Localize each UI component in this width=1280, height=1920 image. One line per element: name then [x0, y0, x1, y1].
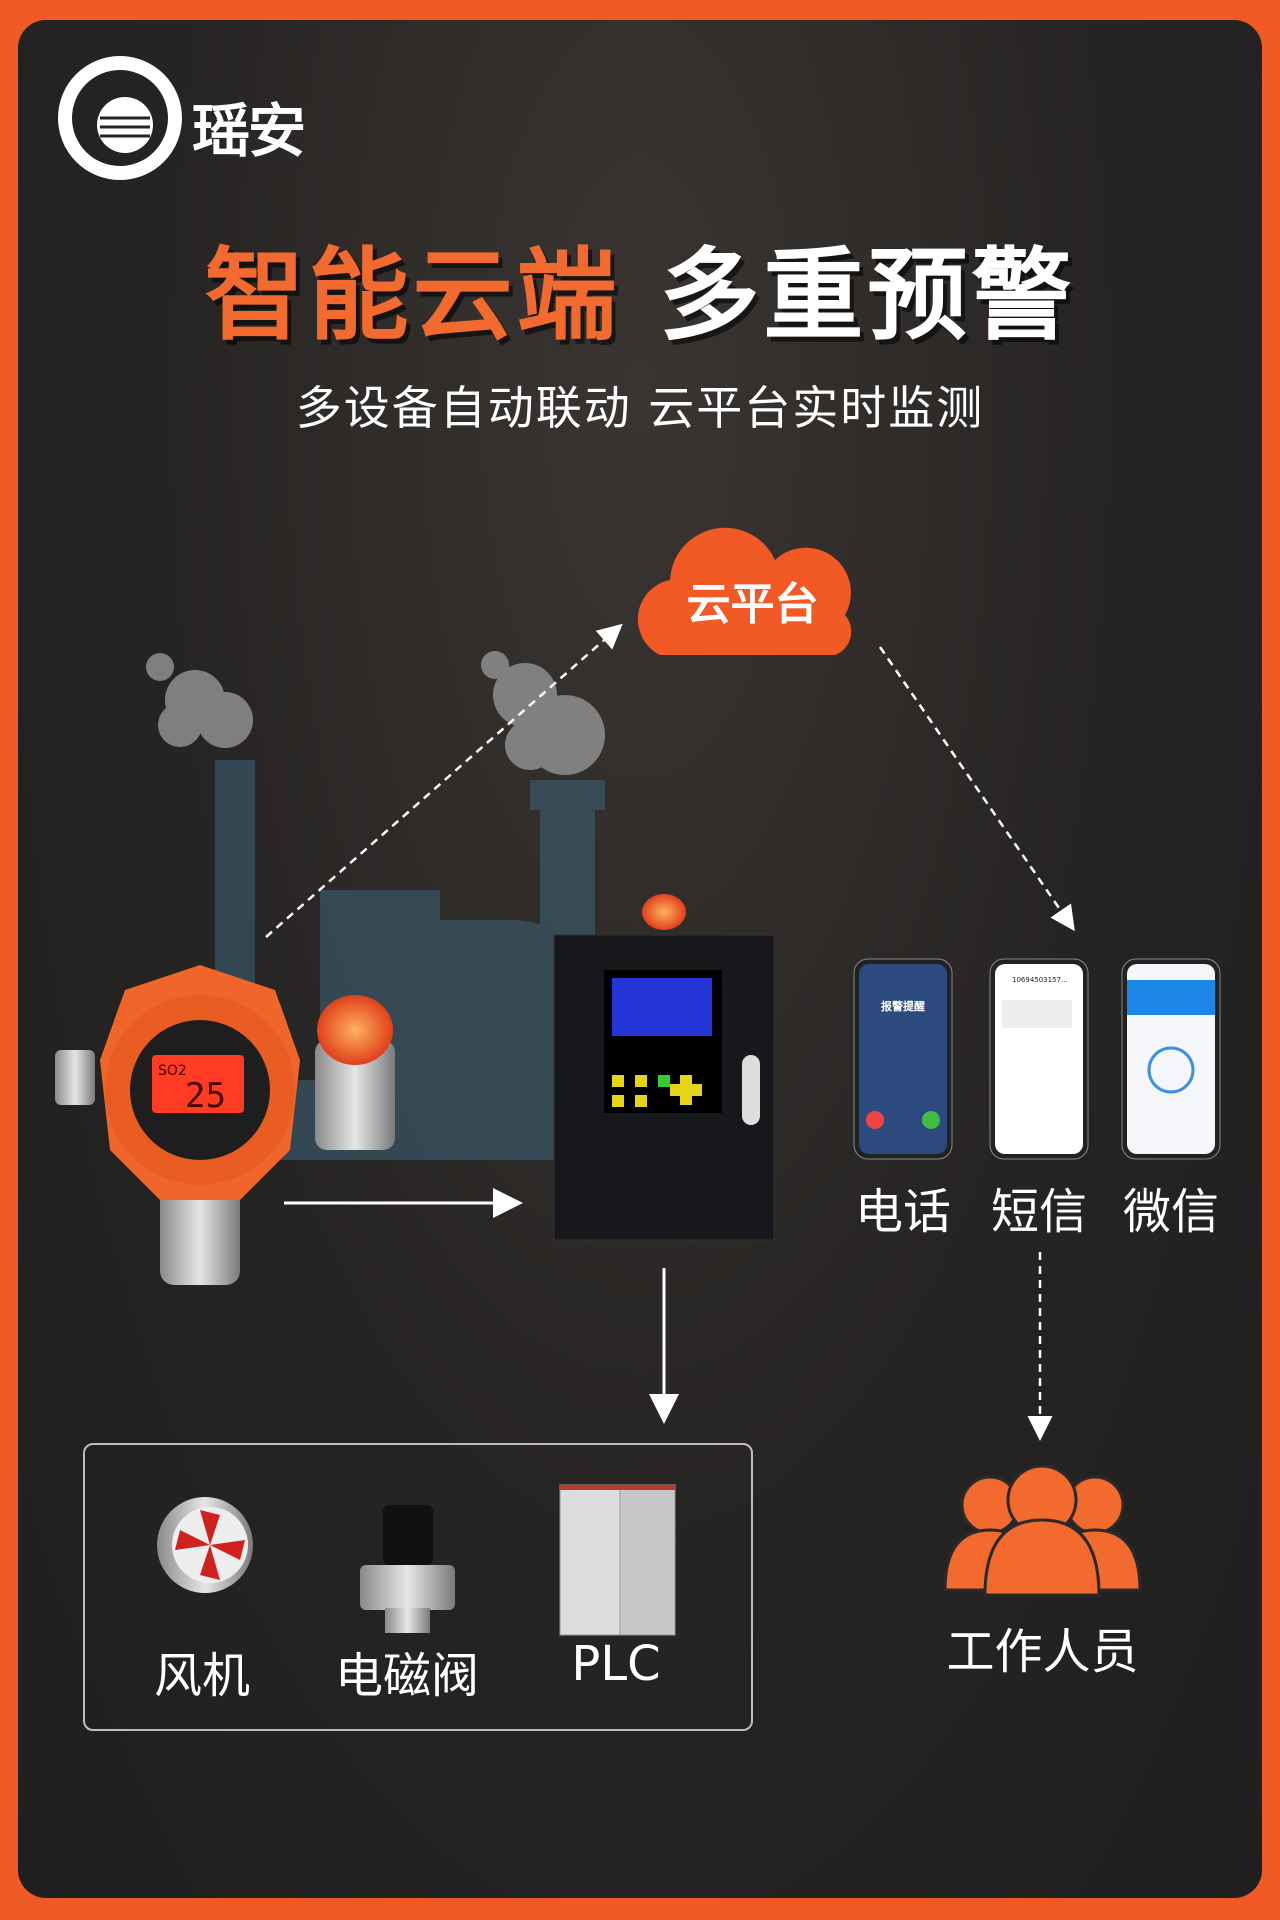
channel-wechat-label: 微信 — [1122, 1184, 1219, 1240]
device-valve-label: 电磁阀 — [334, 1648, 479, 1704]
device-plc-label: PLC — [571, 1636, 661, 1692]
linked-devices-box — [83, 1443, 753, 1731]
subtitle: 多设备自动联动 云平台实时监测 — [295, 381, 985, 435]
cloud-platform-label: 云平台 — [686, 579, 819, 630]
staff-label: 工作人员 — [946, 1624, 1139, 1680]
channel-sms-label: 短信 — [990, 1184, 1087, 1240]
call-screen-title: 报警提醒 — [881, 999, 925, 1013]
headline-part2: 多重预警 — [659, 237, 1076, 354]
alarm-controller-image — [553, 894, 775, 1241]
plc-cabinet-icon — [559, 1484, 676, 1636]
swirl-logo-icon — [58, 56, 182, 180]
arrow-cloud-to-phones — [878, 646, 1075, 932]
cloud-icon — [637, 527, 852, 655]
phone-call-image: 报警提醒 — [853, 958, 953, 1160]
people-icon — [943, 1464, 1142, 1597]
sms-sender: 10694503157... — [1012, 976, 1068, 984]
detector-gas: SO2 — [158, 1063, 187, 1079]
brand-name: 瑶安 — [192, 97, 306, 165]
headline-part1: 智能云端 — [204, 237, 621, 354]
detector-reading: 25 — [185, 1076, 226, 1116]
headline: 智能云端 多重预警 — [0, 214, 1280, 359]
phone-sms-image: 10694503157... — [989, 958, 1089, 1160]
fan-icon — [157, 1497, 253, 1593]
smoke — [146, 651, 605, 775]
phone-wechat-image — [1121, 958, 1221, 1160]
channel-phone-label: 电话 — [854, 1184, 951, 1240]
solenoid-valve-icon — [360, 1505, 455, 1633]
gas-detector-image: SO2 25 — [55, 965, 395, 1285]
device-fan-label: 风机 — [153, 1648, 250, 1704]
